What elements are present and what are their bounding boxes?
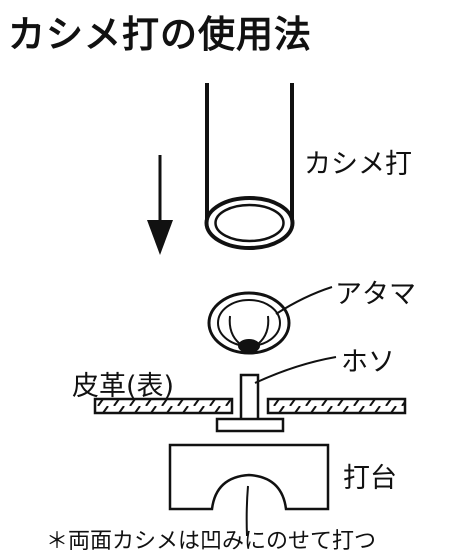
page-title: カシメ打の使用法 <box>8 13 312 56</box>
label-leather: 皮革(表) <box>72 371 175 402</box>
rivet-head-icon <box>207 291 291 355</box>
leather-strip <box>93 397 407 415</box>
anvil-block-icon <box>168 443 330 511</box>
label-anvil: 打台 <box>343 463 397 494</box>
punch-tool-icon <box>204 83 295 250</box>
label-head: アタマ <box>335 279 416 310</box>
label-post: ホソ <box>341 347 395 378</box>
arrow-down-icon <box>147 155 173 255</box>
leader-lines <box>245 286 337 537</box>
rivet-post-icon <box>215 373 285 433</box>
label-punch: カシメ打 <box>304 149 412 180</box>
usage-note: ＊両面カシメは凹みにのせて打つ <box>46 529 377 554</box>
